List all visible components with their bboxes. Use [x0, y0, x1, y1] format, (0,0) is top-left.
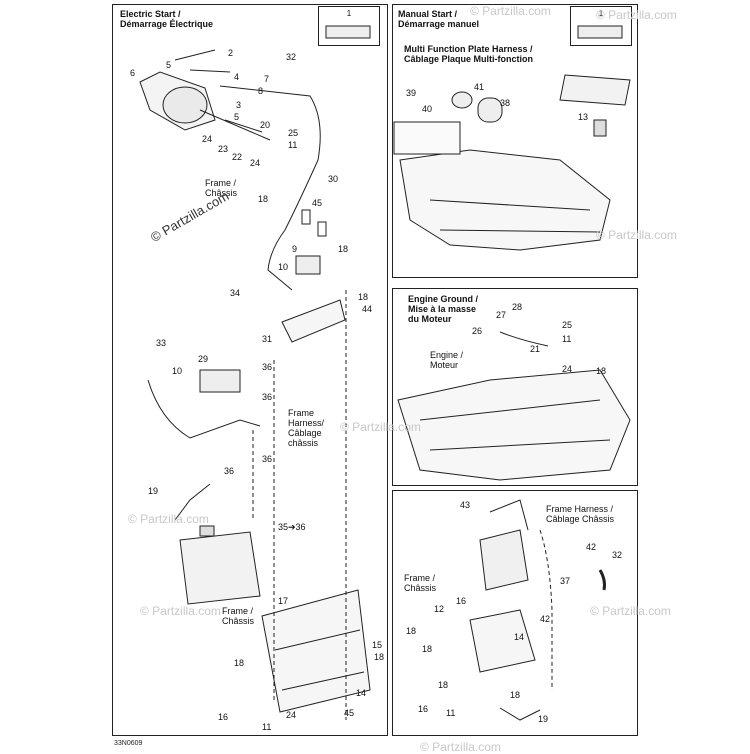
callout: 12 — [434, 604, 445, 614]
callout: 18 — [258, 194, 269, 204]
callout: 30 — [328, 174, 339, 184]
callout: 10 — [278, 262, 289, 272]
callout: 6 — [130, 68, 136, 78]
callout: 25 — [288, 128, 299, 138]
callout: 11 — [446, 708, 456, 718]
callout: 32 — [612, 550, 623, 560]
callout: 14 — [514, 632, 525, 642]
callout: 24 — [250, 158, 261, 168]
engine-label: Engine / Moteur — [430, 350, 464, 370]
callout: 27 — [496, 310, 507, 320]
callout: 3 — [236, 100, 242, 110]
watermark-faint: © Partzilla.com — [340, 420, 421, 434]
callout: 18 — [510, 690, 521, 700]
callout: 11 — [562, 334, 572, 344]
callout: 42 — [586, 542, 597, 552]
callout: 19 — [538, 714, 549, 724]
callout: 39 — [406, 88, 417, 98]
callout: 41 — [474, 82, 485, 92]
callout: 16 — [456, 596, 467, 606]
frame-right-label: Frame / Châssis — [404, 573, 437, 593]
manual-start-title: Manual Start / Démarrage manuel — [398, 9, 480, 29]
callout: 20 — [260, 120, 271, 130]
tube-number: 1 — [346, 9, 352, 18]
callout: 18 — [406, 626, 417, 636]
callout: 7 — [264, 74, 270, 84]
callout: 9 — [292, 244, 298, 254]
callout: 21 — [530, 344, 541, 354]
callout: 18 — [374, 652, 385, 662]
callout: 11 — [262, 722, 272, 732]
tube-number-right: 1 — [598, 9, 604, 18]
arrow-35-36-label: 35➔36 — [278, 522, 306, 532]
callout: 16 — [218, 712, 229, 722]
callout: 10 — [172, 366, 183, 376]
callout: 36 — [262, 392, 273, 402]
callout: 24 — [286, 710, 297, 720]
frame-harness-left-label: Frame Harness/ Câblage châssis — [288, 408, 325, 448]
engine-ground-title: Engine Ground / Mise à la masse du Moteu… — [408, 294, 478, 324]
callout: 18 — [422, 644, 433, 654]
watermark-faint: © Partzilla.com — [596, 8, 677, 22]
callout: 37 — [560, 576, 571, 586]
callout: 18 — [234, 658, 245, 668]
callout: 24 — [562, 364, 573, 374]
callout: 11 — [288, 140, 298, 150]
callout: 14 — [356, 688, 367, 698]
callout: 32 — [286, 52, 297, 62]
multi-function-harness-label: Multi Function Plate Harness / Câblage P… — [404, 44, 534, 64]
callout: 4 — [234, 72, 240, 82]
callout: 42 — [540, 614, 551, 624]
callout: 5 — [166, 60, 172, 70]
callout: 31 — [262, 334, 273, 344]
callout: 17 — [278, 596, 289, 606]
callout: 36 — [262, 362, 273, 372]
callout: 25 — [562, 320, 573, 330]
frame-left-top-label: Frame / Châssis — [205, 178, 238, 198]
callout: 13 — [578, 112, 589, 122]
callout: 22 — [232, 152, 243, 162]
callout: 40 — [422, 104, 433, 114]
callout: 33 — [156, 338, 167, 348]
electric-start-title: Electric Start / Démarrage Électrique — [120, 9, 214, 29]
callout: 23 — [218, 144, 229, 154]
watermark-faint: © Partzilla.com — [420, 740, 501, 754]
callout: 36 — [224, 466, 235, 476]
watermark-faint: © Partzilla.com — [128, 512, 209, 526]
callout: 15 — [372, 640, 383, 650]
frame-harness-right-label: Frame Harness / Câblage Châssis — [546, 504, 615, 524]
callout: 5 — [234, 112, 240, 122]
callout: 18 — [338, 244, 349, 254]
callout: 2 — [228, 48, 234, 58]
callout: 26 — [472, 326, 483, 336]
callout: 34 — [230, 288, 241, 298]
callout: 8 — [258, 86, 264, 96]
callout: 36 — [262, 454, 273, 464]
callout: 16 — [418, 704, 429, 714]
callout: 44 — [362, 304, 373, 314]
frame-left-bottom-label: Frame / Châssis — [222, 606, 255, 626]
callout: 18 — [596, 366, 607, 376]
watermark-faint: © Partzilla.com — [470, 4, 551, 18]
callout: 18 — [358, 292, 369, 302]
callout: 18 — [438, 680, 449, 690]
callout: 28 — [512, 302, 523, 312]
watermark-faint: © Partzilla.com — [140, 604, 221, 618]
callout: 45 — [312, 198, 323, 208]
callout: 38 — [500, 98, 511, 108]
watermark-faint: © Partzilla.com — [590, 604, 671, 618]
figure-reference: 33N0609 — [114, 740, 143, 747]
callout: 24 — [202, 134, 213, 144]
callout: 45 — [344, 708, 355, 718]
callout: 43 — [460, 500, 471, 510]
callout: 19 — [148, 486, 159, 496]
watermark-faint: © Partzilla.com — [596, 228, 677, 242]
callout: 29 — [198, 354, 209, 364]
